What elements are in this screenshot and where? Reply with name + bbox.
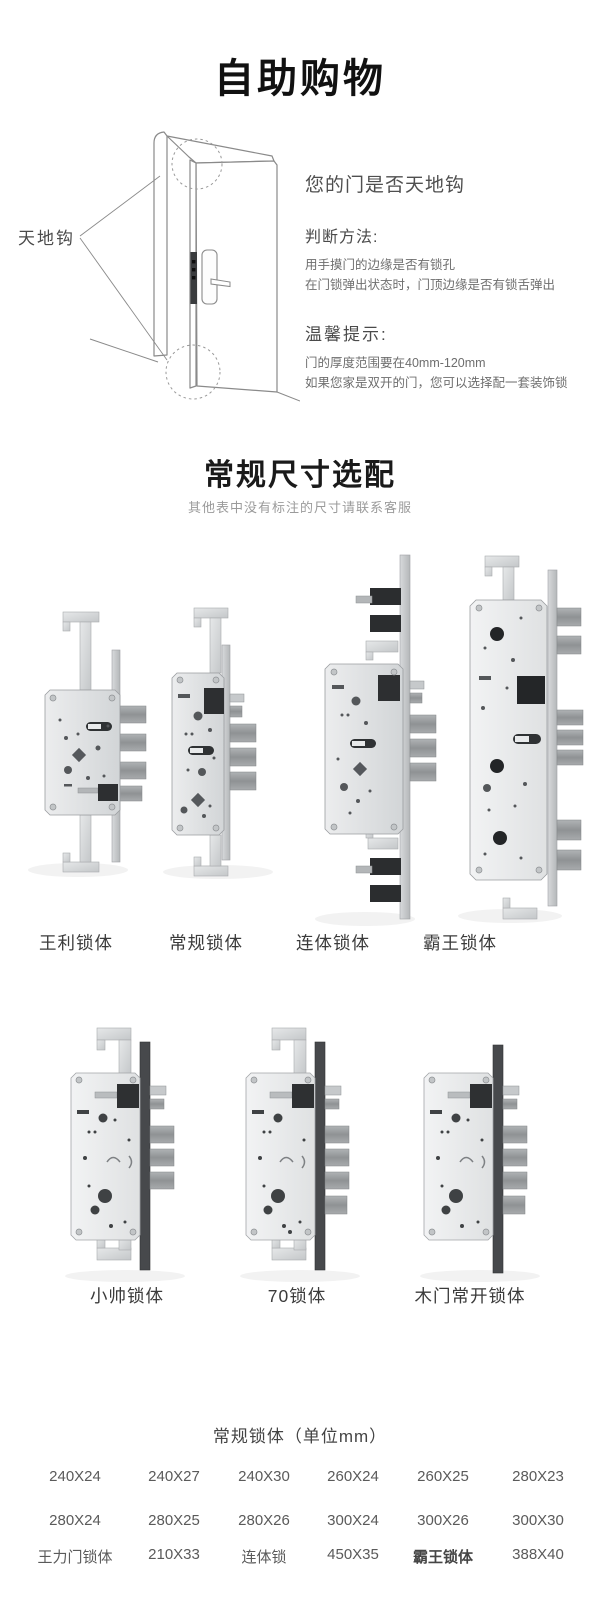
size-cell-label: 霸王锁体 (412, 1549, 473, 1566)
lock-label-lianti: 连体锁体 (296, 933, 370, 953)
tiandi-hook-label: 天地钩 (18, 229, 75, 248)
size-cell-label: 王力门锁体 (37, 1549, 113, 1566)
lianti-lock-image (315, 554, 437, 926)
mumen-lock-image (420, 1044, 540, 1282)
bottom-hook-highlight-circle (165, 344, 221, 400)
xiaoshuai-lock-image (65, 1027, 185, 1282)
size-section-subtitle: 其他表中没有标注的尺寸请联系客服 (187, 500, 412, 515)
tips-line-1: 门的厚度范围要在40mm-120mm (305, 356, 486, 370)
method-line-2: 在门锁弹出状态时，门顶边缘是否有锁舌弹出 (305, 278, 556, 292)
lock-label-bawang: 霸王锁体 (423, 933, 497, 953)
size-cell: 300X24 (327, 1512, 379, 1529)
bawang-lock-image (458, 555, 584, 923)
lock-label-wangli: 王利锁体 (39, 933, 113, 953)
lock-label-70: 70锁体 (267, 1286, 327, 1306)
method-line-1: 用手摸门的边缘是否有锁孔 (305, 258, 456, 272)
size-table-row-2: 280X24 280X25 280X26 300X24 300X26 300X3… (0, 1512, 600, 1532)
size-cell: 280X24 (49, 1512, 101, 1529)
door-question-heading: 您的门是否天地钩 (305, 175, 466, 196)
door-illustration (79, 131, 300, 402)
size-cell: 260X24 (327, 1468, 379, 1485)
lock-label-changgui: 常规锁体 (169, 933, 243, 953)
qishi-lock-image (240, 1027, 360, 1282)
tips-line-2: 如果您家是双开的门，您可以选择配一套装饰锁 (305, 376, 568, 390)
door-info-block: 您的门是否天地钩 判断方法: 用手摸门的边缘是否有锁孔 在门锁弹出状态时，门顶边… (305, 170, 590, 390)
size-section-title: 常规尺寸选配 (204, 459, 396, 492)
size-table-title: 常规锁体（单位mm） (212, 1427, 388, 1446)
lock-label-mumen: 木门常开锁体 (414, 1286, 526, 1306)
size-table-row-1: 240X24 240X27 240X30 260X24 260X25 280X2… (0, 1468, 600, 1488)
size-cell: 300X30 (512, 1512, 564, 1529)
tips-title: 温馨提示: (305, 325, 388, 344)
method-title: 判断方法: (305, 229, 379, 246)
size-table-row-3: 王力门锁体 210X33 连体锁 450X35 霸王锁体 388X40 (0, 1546, 600, 1566)
changgui-lock-image (163, 607, 273, 879)
size-cell: 280X25 (148, 1512, 200, 1529)
size-cell: 240X24 (49, 1468, 101, 1485)
size-cell: 240X27 (148, 1468, 200, 1485)
size-cell: 210X33 (148, 1546, 200, 1563)
wangli-lock-image (28, 611, 147, 877)
lock-label-xiaoshuai: 小帅锁体 (90, 1286, 164, 1306)
size-cell: 300X26 (417, 1512, 469, 1529)
size-cell: 260X25 (417, 1468, 469, 1485)
size-cell: 388X40 (512, 1546, 564, 1563)
door-lock-hardware (190, 249, 231, 305)
size-cell: 280X26 (238, 1512, 290, 1529)
top-hook-highlight-circle (171, 138, 223, 190)
size-cell: 450X35 (327, 1546, 379, 1563)
page-title: 自助购物 (214, 57, 386, 101)
size-cell: 280X23 (512, 1468, 564, 1485)
size-cell-label: 连体锁 (241, 1549, 287, 1566)
size-cell: 240X30 (238, 1468, 290, 1485)
